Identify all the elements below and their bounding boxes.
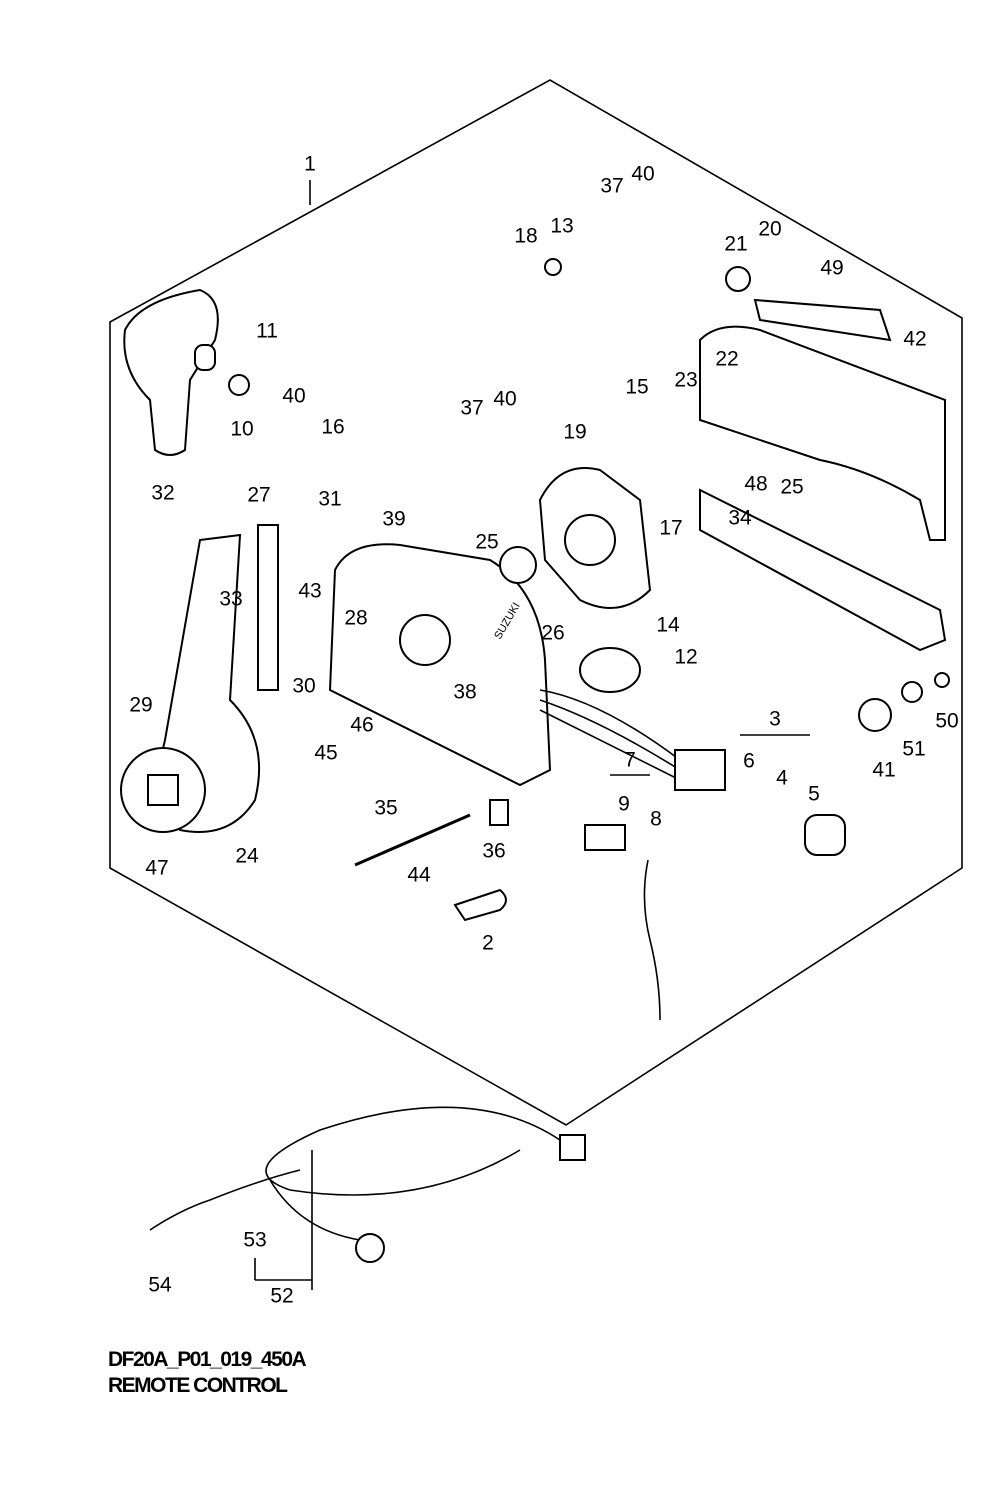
part-number-label: 7 [624, 749, 636, 772]
part-number-label: 9 [618, 793, 630, 816]
part-number-label: 54 [148, 1274, 172, 1297]
part-number-label: 3 [769, 708, 781, 731]
handle-grip [123, 288, 219, 456]
buzzer [579, 647, 641, 693]
part-number-label: 15 [625, 376, 648, 399]
part-number-label: 40 [631, 163, 654, 186]
clip-36 [489, 799, 509, 826]
part-number-label: 51 [902, 738, 925, 761]
part-number-label: 11 [256, 320, 278, 343]
part-number-label: 37 [460, 397, 483, 420]
part-number-label: 47 [145, 857, 168, 880]
part-number-label: 26 [541, 622, 564, 645]
part-number-label: 23 [674, 369, 697, 392]
part-number-label: 21 [724, 233, 747, 256]
part-number-label: 46 [350, 714, 373, 737]
part-number-label: 33 [219, 588, 242, 611]
part-number-label: 18 [514, 225, 537, 248]
main-harness [149, 1106, 561, 1241]
part-number-label: 10 [230, 418, 253, 441]
part-number-label: 39 [382, 508, 405, 531]
part-number-label: 52 [270, 1285, 293, 1308]
assembly-outline [109, 79, 963, 1126]
part-number-label: 19 [563, 421, 586, 444]
part-number-label: 25 [780, 476, 803, 499]
side-rail [699, 488, 947, 652]
part-number-label: 25 [475, 531, 498, 554]
part-number-label: 8 [650, 808, 662, 831]
part-number-label: 12 [674, 646, 697, 669]
wire-harness [539, 689, 681, 781]
side-cover [699, 325, 946, 541]
part-number-label: 17 [659, 517, 682, 540]
part-number-label: 36 [482, 840, 505, 863]
stop-switch [584, 824, 626, 851]
part-number-label: 38 [453, 681, 476, 704]
part-number-label: 24 [235, 845, 259, 868]
spacer-41 [858, 698, 892, 732]
lanyard-cord [643, 859, 661, 1021]
part-number-label: 14 [656, 614, 680, 637]
part-number-label: 37 [600, 175, 623, 198]
part-number-label: 30 [292, 675, 315, 698]
nut-50 [934, 672, 950, 688]
part-number-label: 50 [935, 710, 958, 733]
part-number-label: 22 [715, 348, 738, 371]
diagram-title: REMOTE CONTROL [108, 1374, 288, 1397]
seal-21 [725, 266, 751, 292]
cap-11 [194, 344, 216, 371]
plate-bore [564, 514, 616, 566]
part-number-label: 13 [550, 215, 573, 238]
part-number-label: 16 [321, 416, 344, 439]
part-number-label: 40 [493, 388, 516, 411]
part-number-label: 4 [776, 767, 788, 790]
round-connector [355, 1233, 385, 1263]
arm [753, 298, 892, 342]
bracket [257, 524, 279, 691]
part-number-label: 43 [298, 580, 321, 603]
part-number-label: 44 [407, 864, 431, 887]
part-number-label: 35 [374, 797, 397, 820]
part-number-label: 40 [282, 385, 305, 408]
part-number-label: 29 [129, 694, 152, 717]
part-number-label: 31 [318, 488, 341, 511]
part-number-label: 5 [808, 783, 820, 806]
part-number-label: 45 [314, 742, 337, 765]
part-number-label: 20 [758, 218, 781, 241]
long-screw [354, 813, 471, 867]
part-number-label: 42 [903, 328, 926, 351]
part-number-label: 27 [247, 484, 270, 507]
washer-13 [544, 258, 562, 276]
plate-2 [453, 888, 507, 922]
washer-51 [901, 681, 923, 703]
part-number-label: 34 [728, 507, 752, 530]
part-number-label: 2 [482, 932, 494, 955]
part-number-label: 53 [243, 1229, 266, 1252]
housing-bore [399, 614, 451, 666]
part-number-label: 6 [743, 750, 755, 773]
hub-emblem [147, 774, 179, 806]
part-number-label: 28 [344, 607, 367, 630]
diagram-code: DF20A_P01_019_450A [108, 1348, 307, 1371]
harness-connector [559, 1134, 586, 1161]
part-number-label: 1 [304, 153, 316, 176]
ring-25 [499, 546, 537, 584]
part-number-label: 41 [872, 759, 895, 782]
part-number-label: 48 [744, 473, 767, 496]
washer-10 [228, 374, 250, 396]
part-number-label: 32 [151, 482, 174, 505]
cap-5 [804, 814, 846, 856]
part-number-label: 49 [820, 257, 843, 280]
key-switch [674, 749, 726, 791]
